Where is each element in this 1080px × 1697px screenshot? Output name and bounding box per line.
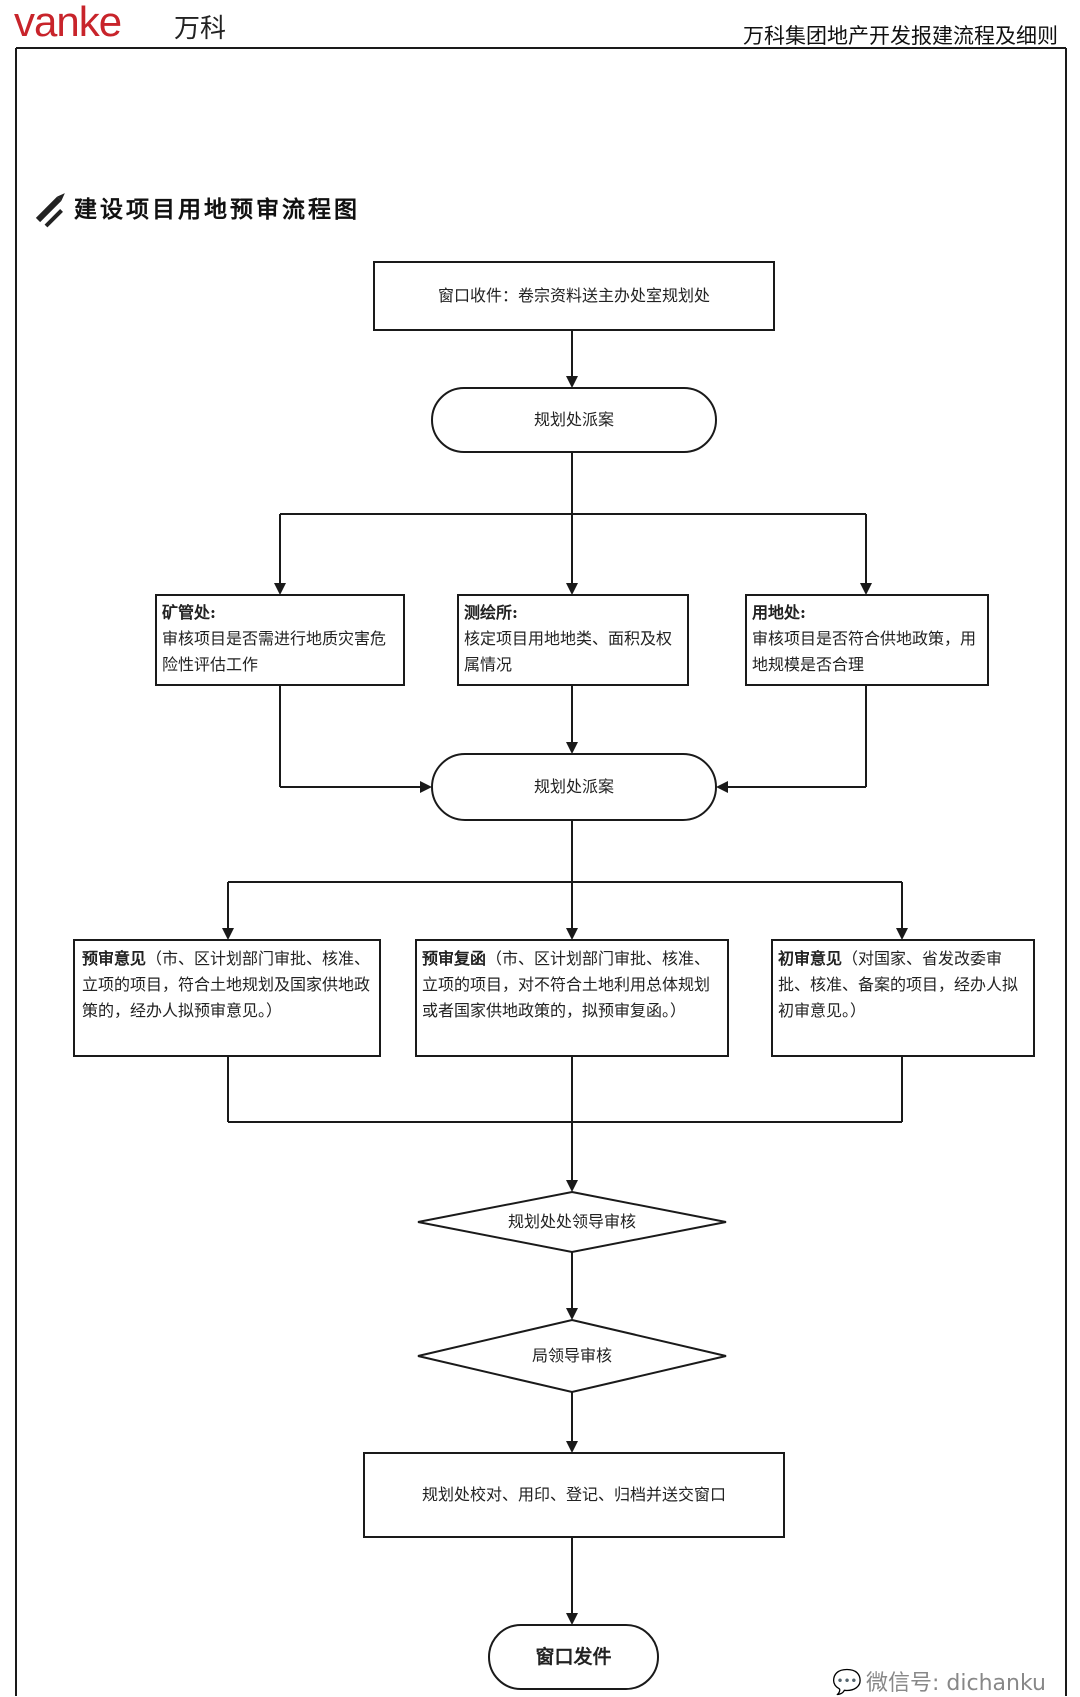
watermark-text: 微信号: dichanku (866, 1671, 1046, 1696)
logo-cn: 万科 (174, 14, 227, 44)
land-node: 用地处: 审核项目是否符合供地政策，用地规模是否合理 (752, 600, 984, 678)
bureau-leader-review-label: 局领导审核 (531, 1346, 612, 1365)
window-issue-shape (488, 1624, 659, 1690)
window-receive-label: 窗口收件：卷宗资料送主办处室规划处 (437, 286, 710, 305)
document-title: 万科集团地产开发报建流程及细则 (743, 24, 1058, 48)
pre-reply-node: 预审复函（市、区计划部门审批、核准、立项的项目，对不符合土地利用总体规划或者国家… (422, 946, 722, 1024)
proofread-label: 规划处校对、用印、登记、归档并送交窗口 (421, 1485, 726, 1504)
survey-title: 测绘所: (464, 603, 518, 622)
mining-body: 审核项目是否需进行地质灾害危险性评估工作 (162, 629, 387, 674)
proofread-box (363, 1452, 785, 1538)
planning-leader-review-label: 规划处处领导审核 (507, 1212, 636, 1231)
land-body: 审核项目是否符合供地政策，用地规模是否合理 (752, 629, 977, 674)
mining-title: 矿管处: (162, 603, 216, 622)
dispatch-1-label: 规划处派案 (533, 410, 614, 429)
dispatch-2-label: 规划处派案 (533, 777, 614, 796)
pencil-icon (35, 193, 65, 223)
initial-opinion-body: （对国家、省发改委审批、核准、备案的项目，经办人拟初审意见。） (778, 949, 1019, 1020)
window-issue-label: 窗口发件 (535, 1646, 612, 1668)
pre-opinion-node: 预审意见（市、区计划部门审批、核准、立项的项目，符合土地规划及国家供地政策的，经… (82, 946, 374, 1024)
dispatch-1-shape (431, 387, 717, 453)
survey-node: 测绘所: 核定项目用地地类、面积及权属情况 (464, 600, 684, 678)
pre-opinion-body: （市、区计划部门审批、核准、立项的项目，符合土地规划及国家供地政策的，经办人拟预… (82, 949, 371, 1020)
pre-reply-title: 预审复函 (422, 949, 487, 968)
pre-opinion-title: 预审意见 (82, 949, 147, 968)
wechat-icon: 💬 (832, 1668, 863, 1696)
pre-reply-body: （市、区计划部门审批、核准、立项的项目，对不符合土地利用总体规划或者国家供地政策… (422, 949, 711, 1020)
initial-opinion-title: 初审意见 (778, 949, 843, 968)
logo-text: vanke (14, 0, 122, 45)
mining-node: 矿管处: 审核项目是否需进行地质灾害危险性评估工作 (162, 600, 400, 678)
land-title: 用地处: (752, 603, 806, 622)
watermark: 💬微信号: dichanku (832, 1665, 1046, 1697)
window-receive-box (373, 261, 775, 331)
survey-body: 核定项目用地地类、面积及权属情况 (464, 629, 673, 674)
diagram-title: 建设项目用地预审流程图 (74, 197, 360, 223)
initial-opinion-node: 初审意见（对国家、省发改委审批、核准、备案的项目，经办人拟初审意见。） (778, 946, 1028, 1024)
